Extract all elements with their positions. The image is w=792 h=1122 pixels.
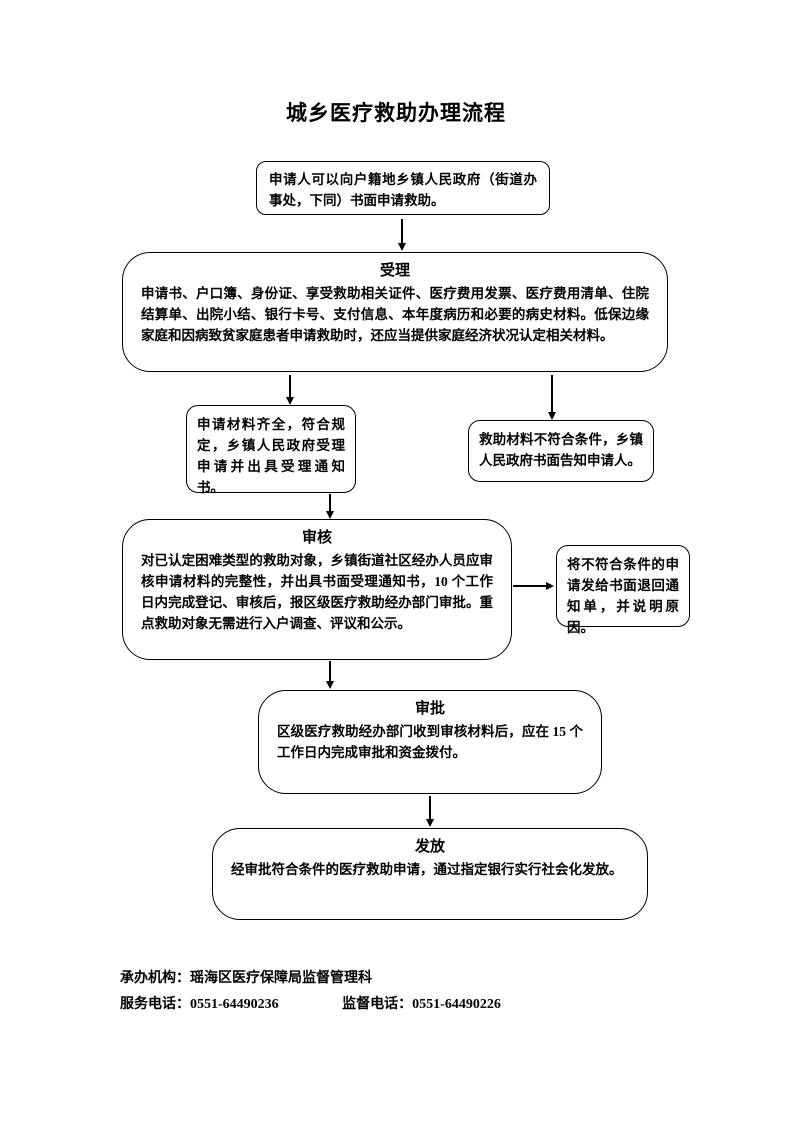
arrow-approval-to-disburse [424, 796, 436, 827]
apply-box: 申请人可以向户籍地乡镇人民政府（街道办事处，下同）书面申请救助。 [256, 161, 550, 215]
accept-title: 受理 [379, 263, 410, 279]
footer-agency: 承办机构：瑶海区医疗保障局监督管理科 [120, 971, 372, 986]
footer-supervision-phone: 监督电话：0551-64490226 [342, 997, 501, 1012]
review-box: 审核 对已认定困难类型的救助对象，乡镇街道社区经办人员应审核申请材料的完整性，并… [122, 519, 512, 660]
arrow-head-icon [426, 819, 434, 827]
footer: 承办机构：瑶海区医疗保障局监督管理科 服务电话：0551-64490236 监督… [120, 966, 501, 1018]
disburse-title: 发放 [414, 839, 445, 855]
arrow-shaft [329, 661, 331, 682]
footer-phones: 服务电话：0551-64490236 监督电话：0551-64490226 [120, 992, 501, 1018]
arrow-head-icon [286, 397, 294, 405]
rejected-text: 救助材料不符合条件，乡镇人民政府书面告知申请人。 [479, 432, 643, 468]
arrow-shaft [329, 494, 331, 512]
footer-service-phone: 服务电话：0551-64490236 [120, 997, 279, 1012]
arrow-head-icon [326, 511, 334, 519]
arrow-shaft [401, 219, 403, 244]
returned-text: 将不符合条件的申请发给书面退回通知单，并说明原因。 [567, 557, 679, 635]
arrow-review-to-approval [324, 661, 336, 689]
arrow-accept-to-rejected [546, 375, 558, 420]
rejected-box: 救助材料不符合条件，乡镇人民政府书面告知申请人。 [468, 420, 654, 482]
arrow-head-icon [398, 243, 406, 251]
review-title: 审核 [301, 530, 332, 546]
arrow-shaft [551, 375, 553, 413]
approval-box: 审批 区级医疗救助经办部门收到审核材料后，应在 15 个工作日内完成审批和资金拨… [258, 690, 602, 794]
approval-text: 区级医疗救助经办部门收到审核材料后，应在 15 个工作日内完成审批和资金拨付。 [277, 724, 583, 760]
arrow-head-icon [548, 412, 556, 420]
apply-text: 申请人可以向户籍地乡镇人民政府（街道办事处，下同）书面申请救助。 [269, 172, 537, 208]
arrow-head-icon [326, 681, 334, 689]
arrow-review-to-returned [513, 580, 554, 592]
arrow-apply-to-accept [396, 219, 408, 251]
arrow-shaft [289, 375, 291, 398]
accept-box: 受理 申请书、户口簿、身份证、享受救助相关证件、医疗费用发票、医疗费用清单、住院… [122, 252, 668, 372]
page-title: 城乡医疗救助办理流程 [286, 101, 506, 125]
accepted-text: 申请材料齐全，符合规定，乡镇人民政府受理申请并出具受理通知书。 [197, 417, 345, 495]
accepted-box: 申请材料齐全，符合规定，乡镇人民政府受理申请并出具受理通知书。 [186, 405, 356, 495]
accept-text: 申请书、户口簿、身份证、享受救助相关证件、医疗费用发票、医疗费用清单、住院结算单… [141, 286, 649, 343]
disburse-box: 发放 经审批符合条件的医疗救助申请，通过指定银行实行社会化发放。 [212, 828, 648, 920]
returned-box: 将不符合条件的申请发给书面退回通知单，并说明原因。 [556, 545, 690, 635]
arrow-head-icon [546, 582, 554, 590]
arrow-shaft [513, 585, 547, 587]
arrow-accepted-to-review [324, 494, 336, 519]
arrow-accept-to-accepted [284, 375, 296, 405]
disburse-text: 经审批符合条件的医疗救助申请，通过指定银行实行社会化发放。 [231, 862, 623, 877]
arrow-shaft [429, 796, 431, 820]
approval-title: 审批 [414, 701, 445, 717]
review-text: 对已认定困难类型的救助对象，乡镇街道社区经办人员应审核申请材料的完整性，并出具书… [141, 553, 493, 631]
